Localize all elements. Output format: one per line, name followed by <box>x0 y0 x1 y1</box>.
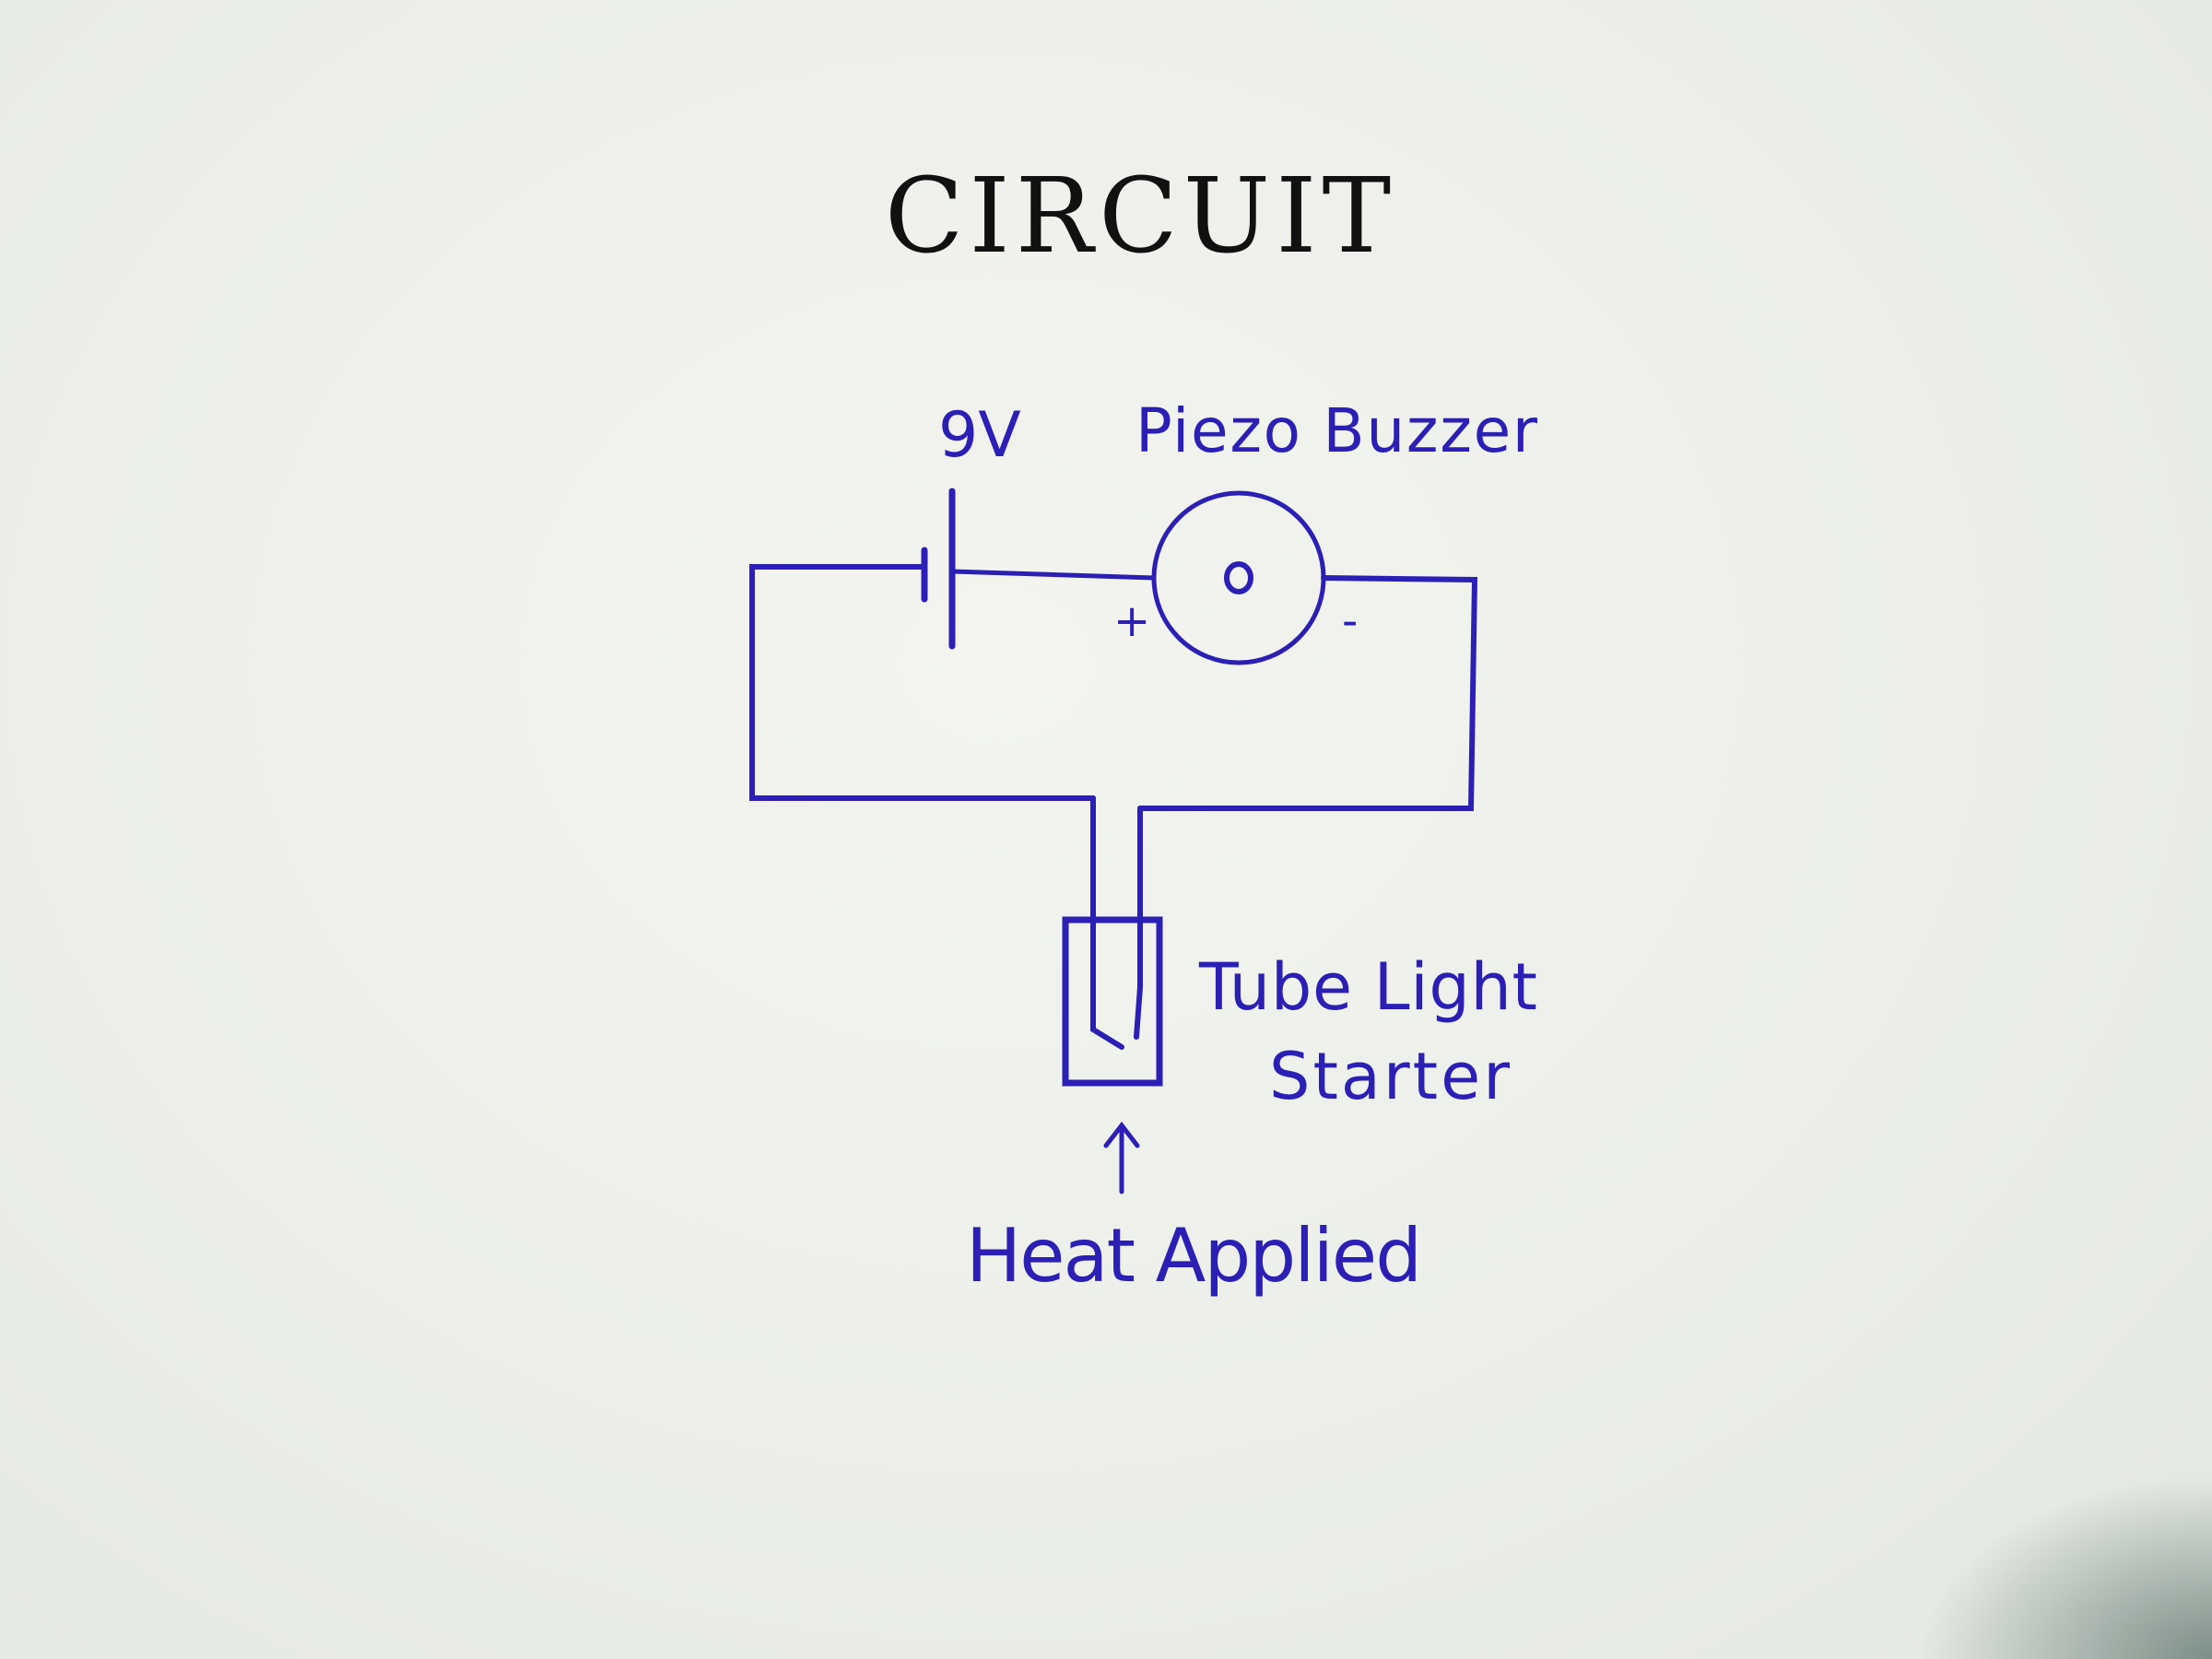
heat-arrow <box>1103 1121 1140 1194</box>
page-title: CIRCUIT <box>884 157 1397 276</box>
wire-battery-buzzer <box>949 569 1157 581</box>
piezo-buzzer-symbol <box>1151 490 1326 665</box>
starter-lead-right <box>1134 806 1143 1040</box>
tube-light-starter <box>1062 916 1163 1087</box>
wire-left-loop <box>749 564 1096 801</box>
starter-label-line2: Starter <box>1269 1039 1510 1114</box>
battery-label: 9V <box>938 399 1021 472</box>
buzzer-label: Piezo Buzzer <box>1135 395 1538 466</box>
photo-shadow <box>1917 1475 2212 1659</box>
minus-terminal: - <box>1342 595 1358 647</box>
wire-buzzer-right <box>1137 575 1478 811</box>
buzzer-center-dot <box>1224 561 1253 594</box>
starter-label-line1: Tube Light <box>1198 949 1537 1025</box>
heat-label: Heat Applied <box>966 1213 1422 1299</box>
starter-lead-left <box>1090 795 1124 1050</box>
plus-terminal: + <box>1113 595 1150 647</box>
